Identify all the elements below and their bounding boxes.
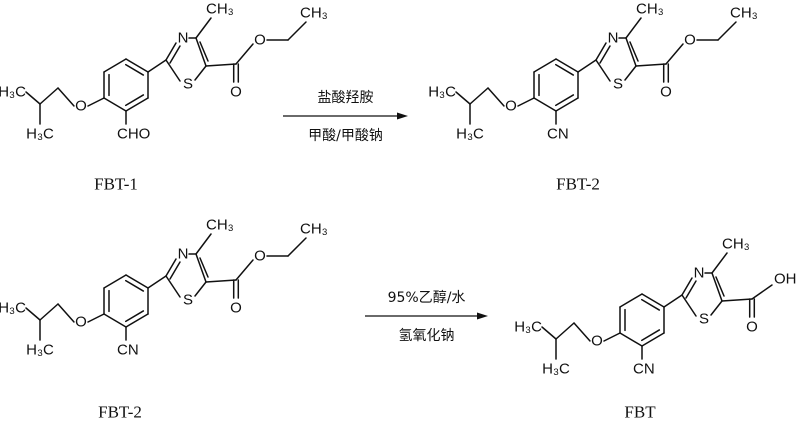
condition-above: 95%乙醇/水: [388, 289, 466, 306]
methyl-label: CH₃: [636, 1, 664, 18]
oxygen-ester-label: O: [254, 248, 266, 265]
hydroxyl-label: OH: [774, 271, 797, 288]
isobutyl-methyl-label: H₃C: [428, 84, 456, 101]
methyl-label: CH₃: [206, 1, 234, 18]
nitrogen-label: N: [178, 30, 189, 47]
oxygen-ester-label: O: [254, 32, 266, 49]
oxygen-ether-label: O: [505, 98, 517, 115]
substituent-label: CN: [547, 126, 569, 143]
molecule-fbt-1: N S O O CH₃ H₃C H₃C O CH₃ CHO: [0, 1, 328, 143]
sulfur-label: S: [699, 311, 709, 328]
condition-below: 甲酸/甲酸钠: [308, 128, 383, 144]
compound-label-fbt: FBT: [624, 403, 656, 422]
molecule-fbt-2-product: N S O O CH₃ H₃C H₃C O CH₃ CN: [428, 1, 758, 143]
isobutyl-methyl-label: H₃C: [26, 126, 54, 143]
oxygen-ether-label: O: [591, 333, 603, 350]
substituent-label: CHO: [117, 126, 150, 143]
oxygen-carbonyl-label: O: [660, 84, 672, 101]
isobutyl-methyl-label: H₃C: [456, 126, 484, 143]
oxygen-carbonyl-label: O: [230, 300, 242, 317]
arrow-head: [477, 312, 488, 320]
ethyl-methyl-label: CH₃: [300, 221, 328, 238]
methyl-label: CH₃: [206, 217, 234, 234]
sulfur-label: S: [183, 76, 193, 93]
substituent-label: CN: [633, 361, 655, 378]
condition-below: 氢氧化钠: [399, 328, 455, 344]
nitrogen-label: N: [178, 246, 189, 263]
ethyl-methyl-label: CH₃: [730, 5, 758, 22]
methyl-label: CH₃: [722, 236, 750, 253]
oxygen-ether-label: O: [75, 314, 87, 331]
condition-above: 盐酸羟胺: [318, 90, 374, 106]
nitrogen-label: N: [608, 30, 619, 47]
sulfur-label: S: [613, 76, 623, 93]
ethyl-methyl-label: CH₃: [300, 5, 328, 22]
molecule-fbt-2-reactant: N S O O CH₃ H₃C H₃C O CH₃ CN: [0, 217, 328, 359]
isobutyl-methyl-label: H₃C: [0, 300, 26, 317]
isobutyl-methyl-label: H₃C: [26, 342, 54, 359]
oxygen-ether-label: O: [75, 98, 87, 115]
sulfur-label: S: [183, 292, 193, 309]
compound-label-fbt-2: FBT-2: [556, 175, 600, 194]
oxygen-carbonyl-label: O: [230, 84, 242, 101]
oxygen-carbonyl-label: O: [746, 319, 758, 336]
oxygen-ester-label: O: [684, 32, 696, 49]
isobutyl-methyl-label: H₃C: [0, 84, 26, 101]
substituent-label: CN: [117, 342, 139, 359]
compound-label-fbt-1: FBT-1: [94, 175, 138, 194]
arrow-head: [397, 112, 408, 120]
compound-label-fbt-2: FBT-2: [98, 403, 142, 422]
isobutyl-methyl-label: H₃C: [542, 361, 570, 378]
molecule-fbt: N S O O CH₃ H₃C H₃C OH CN: [514, 236, 796, 378]
isobutyl-methyl-label: H₃C: [514, 319, 542, 336]
nitrogen-label: N: [694, 265, 705, 282]
